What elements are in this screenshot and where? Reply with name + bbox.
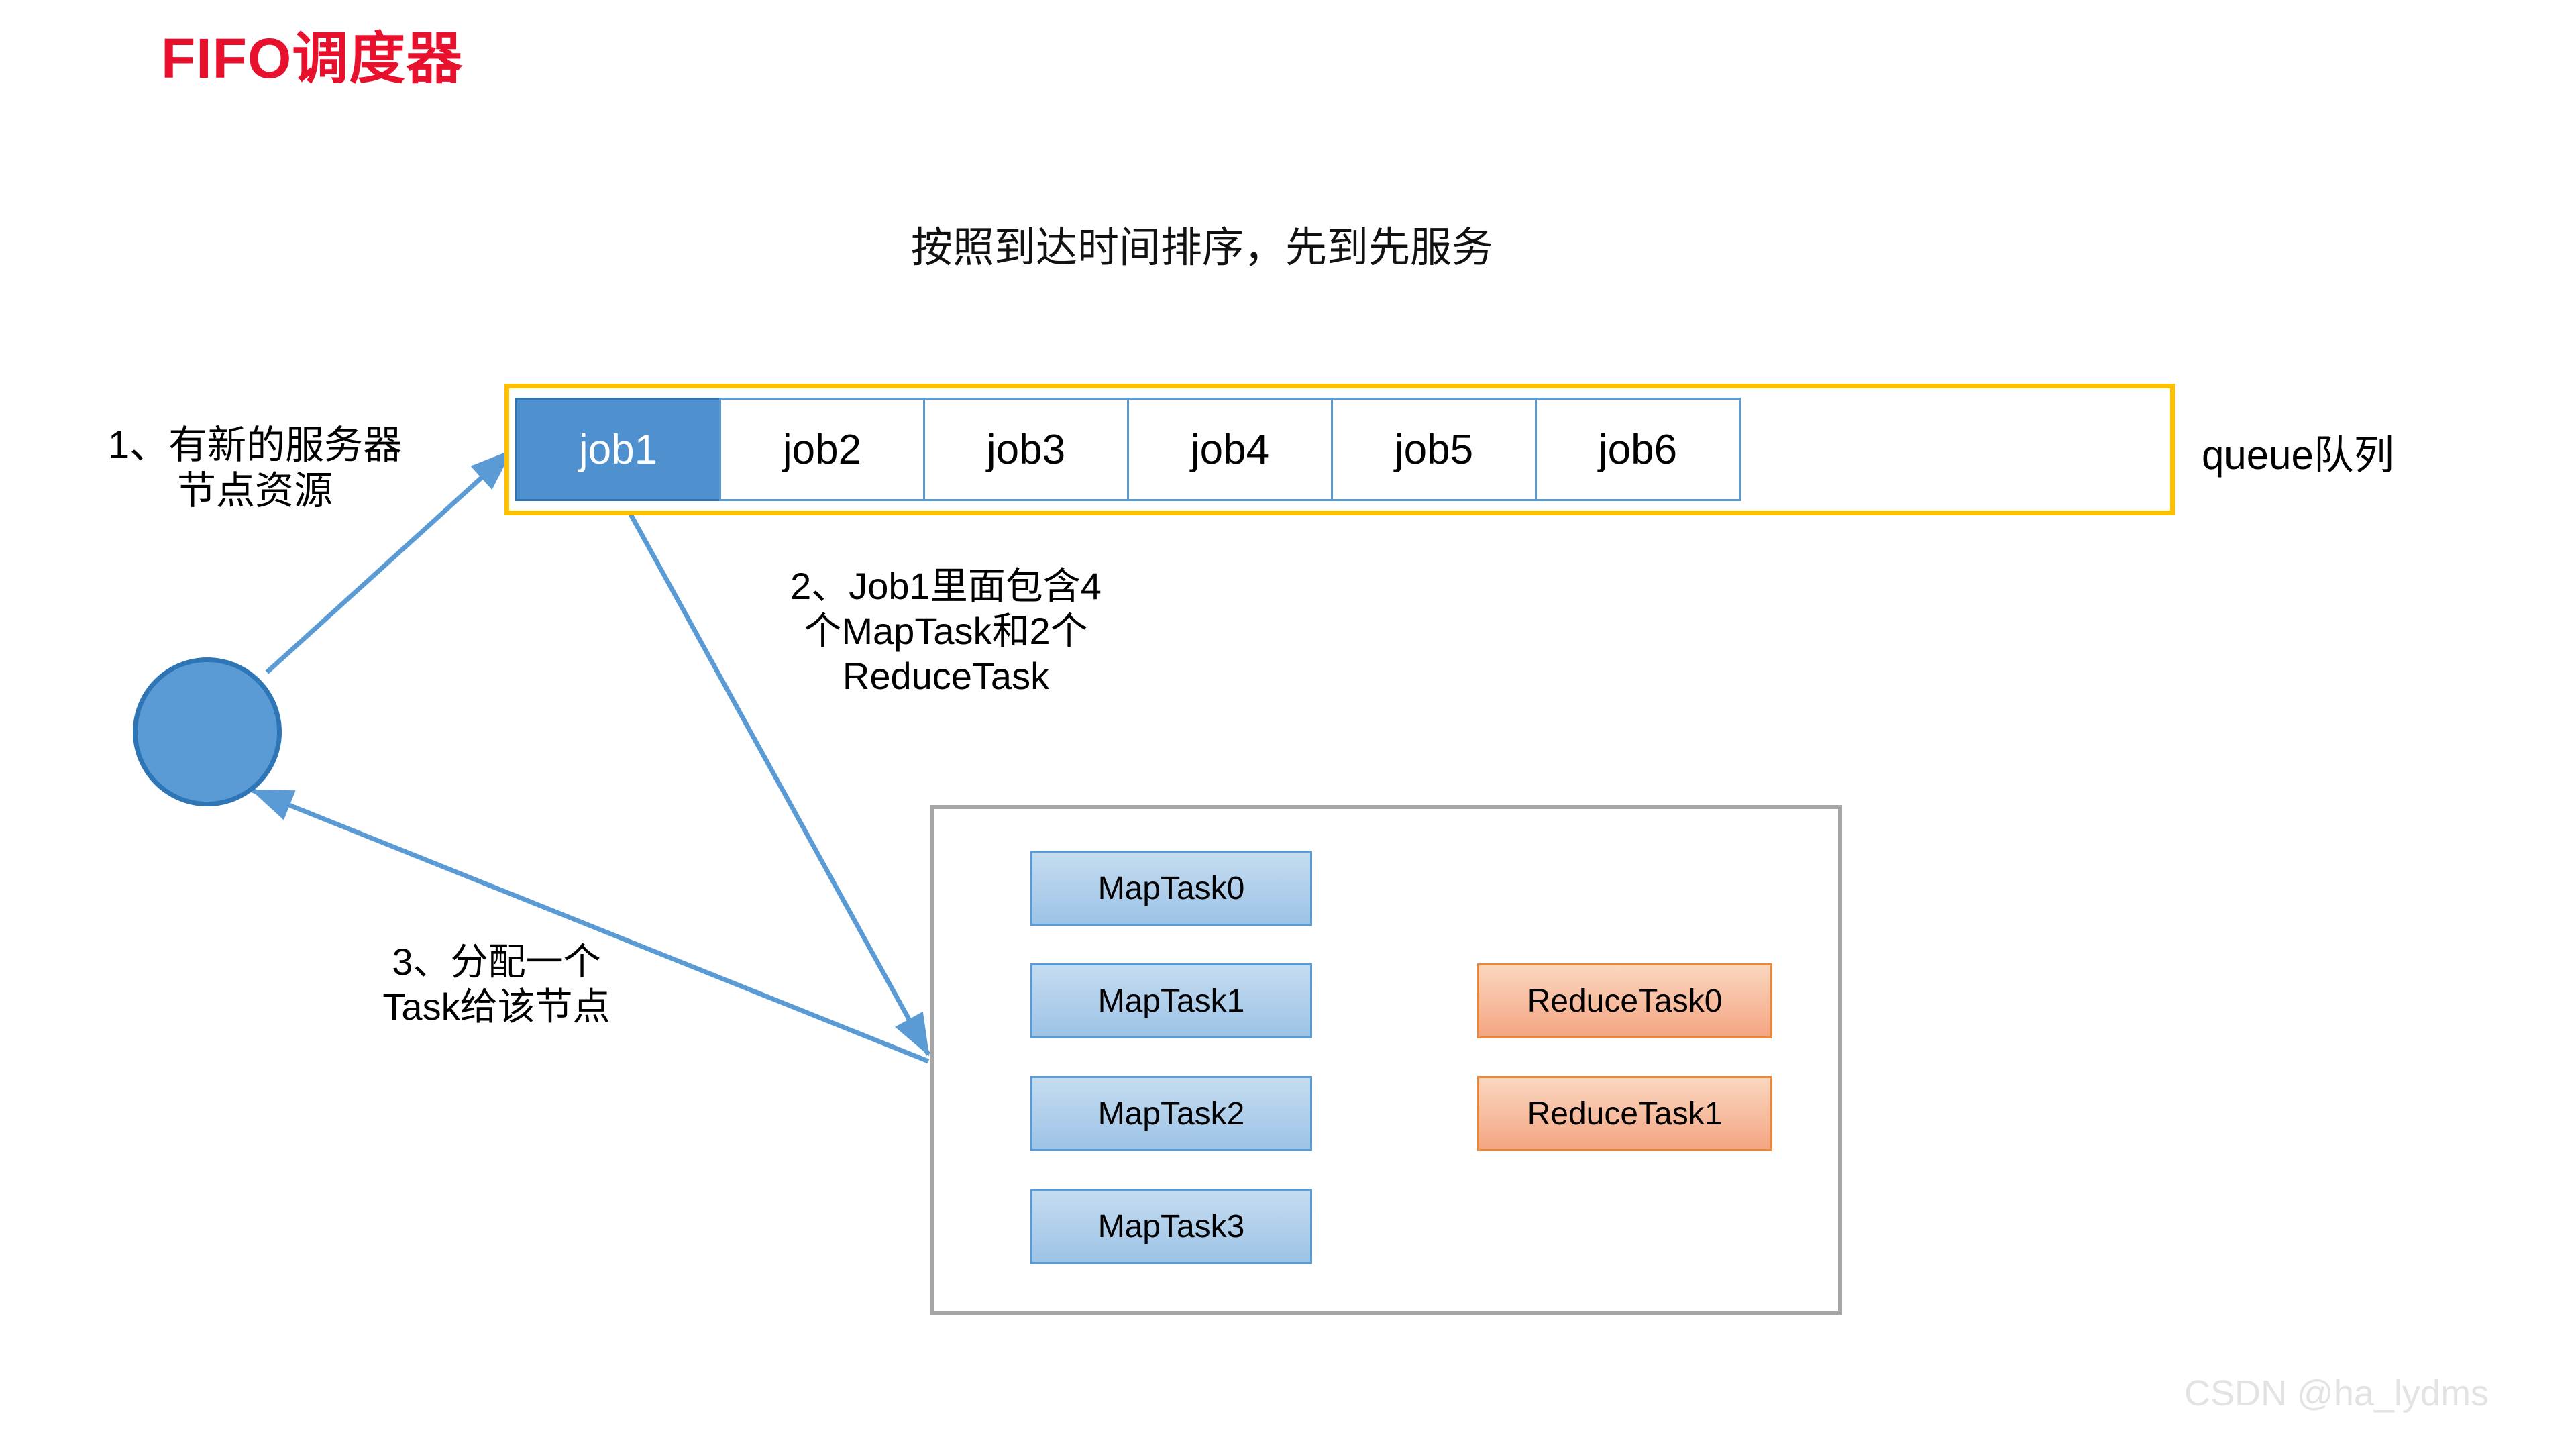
reduce-task-box-0[interactable]: ReduceTask0 bbox=[1477, 963, 1772, 1038]
queue-job-cell-5[interactable]: job5 bbox=[1331, 398, 1537, 501]
map-task-label: MapTask0 bbox=[1097, 870, 1245, 906]
annotation-3-line-2: Task给该节点 bbox=[382, 985, 610, 1028]
annotation-2: 2、Job1里面包含4 个MapTask和2个 ReduceTask bbox=[724, 564, 1167, 699]
annotation-2-line-1: 2、Job1里面包含4 bbox=[790, 565, 1102, 607]
reduce-task-label: ReduceTask1 bbox=[1527, 1095, 1723, 1132]
map-task-box-2[interactable]: MapTask2 bbox=[1030, 1076, 1312, 1151]
map-task-box-3[interactable]: MapTask3 bbox=[1030, 1189, 1312, 1264]
annotation-2-line-2: 个MapTask和2个 bbox=[804, 610, 1088, 653]
reduce-task-box-1[interactable]: ReduceTask1 bbox=[1477, 1076, 1772, 1151]
reduce-task-label: ReduceTask0 bbox=[1527, 983, 1723, 1019]
queue-job-cell-1[interactable]: job1 bbox=[515, 398, 721, 501]
watermark-text: CSDN @ha_lydms bbox=[2184, 1373, 2489, 1413]
annotation-3: 3、分配一个 Task给该节点 bbox=[302, 939, 691, 1029]
map-task-label: MapTask2 bbox=[1097, 1095, 1245, 1132]
job-label: job4 bbox=[1190, 426, 1270, 473]
queue-job-row: job1 job2 job3 job4 job5 job6 bbox=[515, 398, 1741, 501]
queue-job-cell-6[interactable]: job6 bbox=[1535, 398, 1741, 501]
queue-job-cell-2[interactable]: job2 bbox=[719, 398, 925, 501]
annotation-1-line-1: 1、有新的服务器 bbox=[107, 423, 402, 467]
map-task-label: MapTask1 bbox=[1097, 983, 1245, 1019]
annotation-1: 1、有新的服务器 节点资源 bbox=[60, 423, 449, 515]
job-label: job3 bbox=[986, 426, 1066, 473]
job-label: job6 bbox=[1598, 426, 1678, 473]
map-task-box-1[interactable]: MapTask1 bbox=[1030, 963, 1312, 1038]
queue-label: queue队列 bbox=[2202, 433, 2394, 478]
queue-job-cell-4[interactable]: job4 bbox=[1127, 398, 1333, 501]
map-task-label: MapTask3 bbox=[1097, 1208, 1245, 1244]
server-node-circle[interactable] bbox=[133, 657, 282, 806]
subtitle-text: 按照到达时间排序，先到先服务 bbox=[911, 225, 1494, 271]
job-label: job2 bbox=[782, 426, 862, 473]
page-title: FIFO调度器 bbox=[161, 27, 464, 90]
annotation-3-line-1: 3、分配一个 bbox=[392, 941, 601, 983]
queue-job-cell-3[interactable]: job3 bbox=[923, 398, 1129, 501]
annotation-2-line-3: ReduceTask bbox=[842, 655, 1050, 698]
job-label: job5 bbox=[1394, 426, 1474, 473]
job-label: job1 bbox=[578, 426, 658, 473]
map-task-box-0[interactable]: MapTask0 bbox=[1030, 851, 1312, 926]
annotation-1-line-2: 节点资源 bbox=[176, 469, 333, 513]
